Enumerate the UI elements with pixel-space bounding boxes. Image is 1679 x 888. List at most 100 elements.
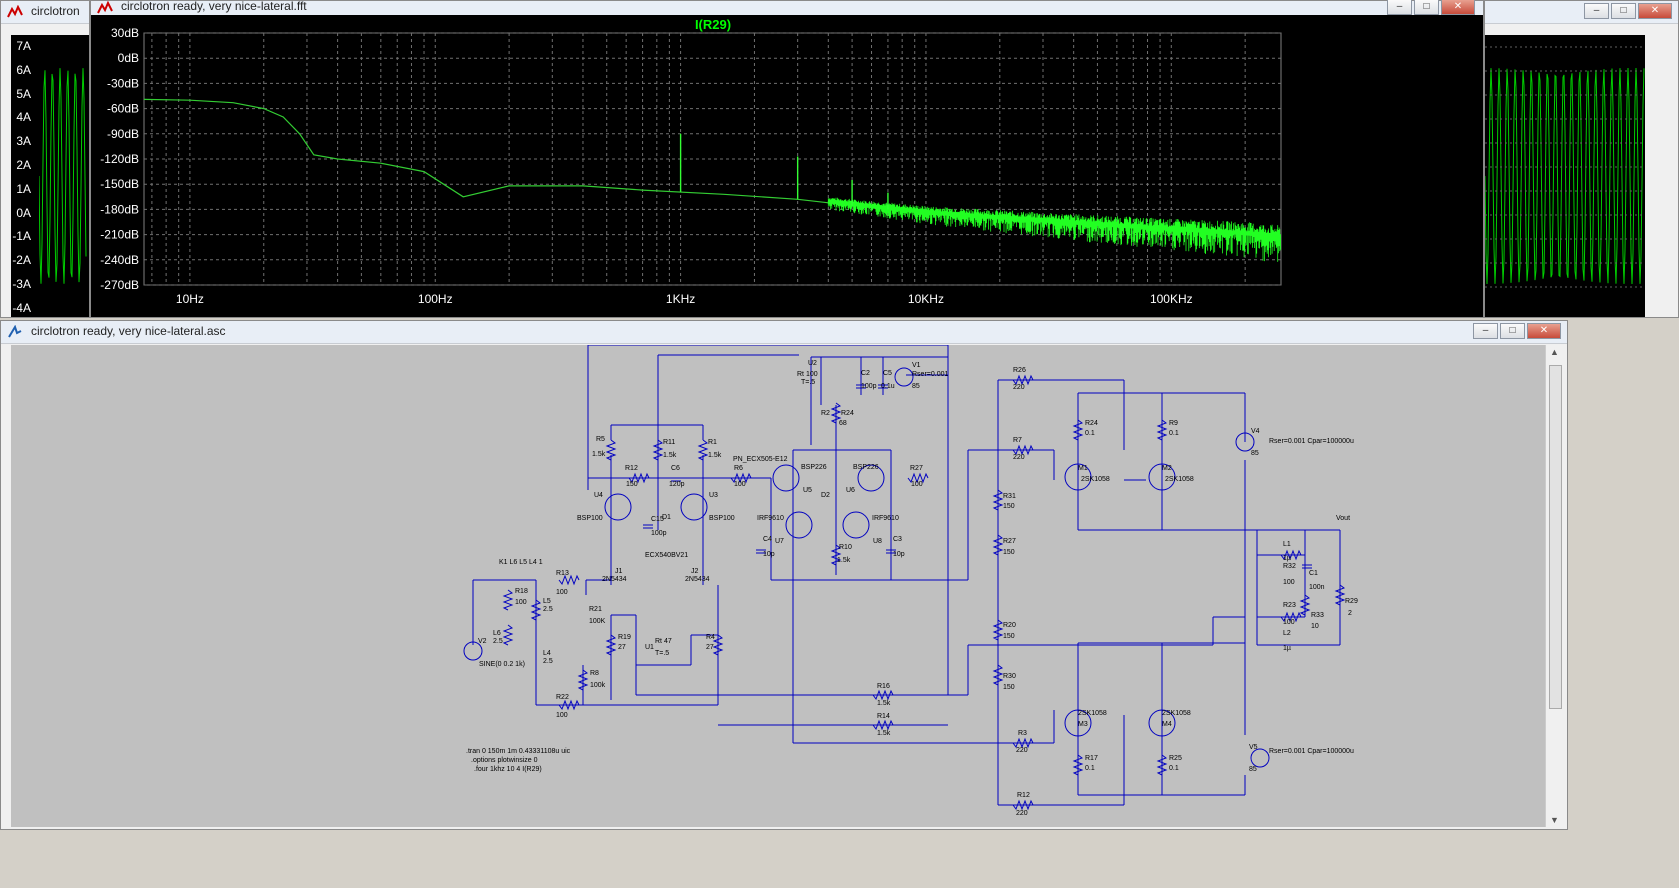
component-label-r32v[interactable]: 100 — [1283, 579, 1295, 586]
component-label-c1v[interactable]: 100n — [1309, 584, 1325, 591]
component-label-l2[interactable]: L2 — [1283, 630, 1291, 637]
component-label-r27[interactable]: R27 — [910, 465, 923, 472]
component-label-r3[interactable]: R3 — [1018, 730, 1027, 737]
component-label-r20[interactable]: R20 — [1003, 622, 1016, 629]
scroll-thumb[interactable] — [1549, 365, 1562, 709]
component-label-r33v[interactable]: 10 — [1311, 623, 1319, 630]
component-label-c6[interactable]: C6 — [671, 465, 680, 472]
resistor[interactable] — [1156, 419, 1168, 441]
component-label-l6[interactable]: L6 — [493, 630, 501, 637]
component-label-r30[interactable]: R30 — [1003, 673, 1016, 680]
component-label-u7[interactable]: U7 — [775, 538, 784, 545]
component-label-r27bv[interactable]: 150 — [1003, 549, 1015, 556]
component-label-v1v[interactable]: 85 — [912, 383, 920, 390]
component-label-r10v[interactable]: 1.5k — [837, 557, 851, 564]
transistor[interactable] — [772, 464, 800, 492]
component-label-v1[interactable]: V1 — [912, 362, 921, 369]
component-label-ecx[interactable]: ECX540BV21 — [645, 552, 688, 559]
component-label-u3[interactable]: U3 — [709, 492, 718, 499]
component-label-k1[interactable]: K1 L6 L5 L4 1 — [499, 559, 543, 566]
component-label-c3[interactable]: C3 — [893, 536, 902, 543]
component-label-j2t[interactable]: 2N5434 — [685, 576, 710, 583]
resistor[interactable] — [830, 544, 842, 566]
component-label-r9v[interactable]: 0.1 — [1169, 430, 1179, 437]
time-plot-window-right[interactable]: – □ ✕ — [1484, 0, 1679, 318]
resistor[interactable] — [992, 489, 1004, 511]
component-label-u1[interactable]: U1 — [645, 644, 654, 651]
component-label-r23[interactable]: R23 — [1283, 602, 1296, 609]
component-label-r6v[interactable]: 100 — [734, 481, 746, 488]
resistor[interactable] — [1012, 444, 1034, 456]
resistor[interactable] — [1280, 549, 1302, 561]
component-label-v5r[interactable]: Rser=0.001 Cpar=100000u — [1269, 748, 1354, 755]
resistor[interactable] — [652, 439, 664, 461]
component-label-m1t[interactable]: 2SK1058 — [1081, 476, 1110, 483]
component-label-r16[interactable]: R16 — [877, 683, 890, 690]
component-label-r8v[interactable]: 100k — [590, 682, 606, 689]
component-label-l2v[interactable]: 1µ — [1283, 645, 1291, 652]
scroll-down-arrow[interactable]: ▼ — [1550, 815, 1559, 825]
maximize-button[interactable]: □ — [1414, 0, 1439, 15]
component-label-bsp2[interactable]: BSP100 — [709, 515, 735, 522]
resistor[interactable] — [1012, 799, 1034, 811]
component-label-r26[interactable]: R26 — [1013, 367, 1026, 374]
component-label-u6[interactable]: U6 — [846, 487, 855, 494]
component-label-v4r[interactable]: Rser=0.001 Cpar=100000u — [1269, 438, 1354, 445]
transistor[interactable] — [785, 511, 813, 539]
resistor[interactable] — [697, 439, 709, 461]
component-label-j2[interactable]: J2 — [691, 568, 699, 575]
component-label-m2t[interactable]: 2SK1058 — [1165, 476, 1194, 483]
component-label-r12a[interactable]: R12 — [625, 465, 638, 472]
component-label-r17[interactable]: R17 — [1085, 755, 1098, 762]
component-label-r33[interactable]: R33 — [1311, 612, 1324, 619]
component-label-r2[interactable]: R2 — [821, 410, 830, 417]
component-label-c2[interactable]: C2 — [861, 370, 870, 377]
component-label-r29v[interactable]: 2 — [1348, 610, 1352, 617]
transistor[interactable] — [1064, 709, 1092, 737]
transistor[interactable] — [1064, 463, 1092, 491]
component-label-l6v[interactable]: 2.5 — [493, 638, 503, 645]
component-label-r25[interactable]: R25 — [1169, 755, 1182, 762]
resistor[interactable] — [992, 534, 1004, 556]
component-label-sine[interactable]: SINE(0 0.2 1k) — [479, 661, 525, 668]
component-label-j1[interactable]: J1 — [615, 568, 623, 575]
resistor[interactable] — [830, 402, 842, 424]
component-label-t5[interactable]: T=.5 — [655, 650, 669, 657]
component-label-d2[interactable]: D2 — [821, 492, 830, 499]
component-label-r22v[interactable]: 100 — [556, 712, 568, 719]
component-label-m1[interactable]: M1 — [1078, 465, 1088, 472]
resistor[interactable] — [1299, 594, 1311, 616]
resistor[interactable] — [872, 689, 894, 701]
close-button[interactable]: ✕ — [1638, 3, 1672, 19]
close-button[interactable]: ✕ — [1441, 0, 1475, 15]
schematic-window[interactable]: circlotron ready, very nice-lateral.asc … — [0, 320, 1568, 830]
maximize-button[interactable]: □ — [1611, 3, 1636, 19]
component-label-l1v[interactable]: 1µ — [1283, 555, 1291, 562]
resistor[interactable] — [872, 719, 894, 731]
component-label-r5v[interactable]: 1.5k — [592, 451, 606, 458]
component-label-u4[interactable]: U4 — [594, 492, 603, 499]
component-label-c15[interactable]: C15 — [651, 516, 664, 523]
component-label-c6v[interactable]: 120p — [669, 481, 685, 488]
component-label-c2v[interactable]: 100p — [861, 383, 877, 390]
component-label-r30v[interactable]: 150 — [1003, 684, 1015, 691]
component-label-r6[interactable]: R6 — [734, 465, 743, 472]
component-label-r29[interactable]: R29 — [1345, 598, 1358, 605]
component-label-r14[interactable]: R14 — [877, 713, 890, 720]
component-label-r31v[interactable]: 150 — [1003, 503, 1015, 510]
component-label-r32[interactable]: R32 — [1283, 563, 1296, 570]
component-label-r3v[interactable]: 220 — [1016, 747, 1028, 754]
component-label-v5v[interactable]: 85 — [1249, 766, 1257, 773]
component-label-m3[interactable]: M3 — [1078, 721, 1088, 728]
component-label-r10[interactable]: R10 — [839, 544, 852, 551]
component-label-r27v[interactable]: 100 — [911, 481, 923, 488]
component-label-r1v[interactable]: 1.5k — [708, 452, 722, 459]
component-label-r18[interactable]: R18 — [515, 588, 528, 595]
component-label-v2[interactable]: V2 — [478, 638, 487, 645]
minimize-button[interactable]: – — [1387, 0, 1412, 15]
component-label-r19[interactable]: R19 — [618, 634, 631, 641]
component-label-r24v[interactable]: 68 — [839, 420, 847, 427]
voltage-source[interactable] — [463, 641, 483, 661]
component-label-l4[interactable]: L4 — [543, 650, 551, 657]
